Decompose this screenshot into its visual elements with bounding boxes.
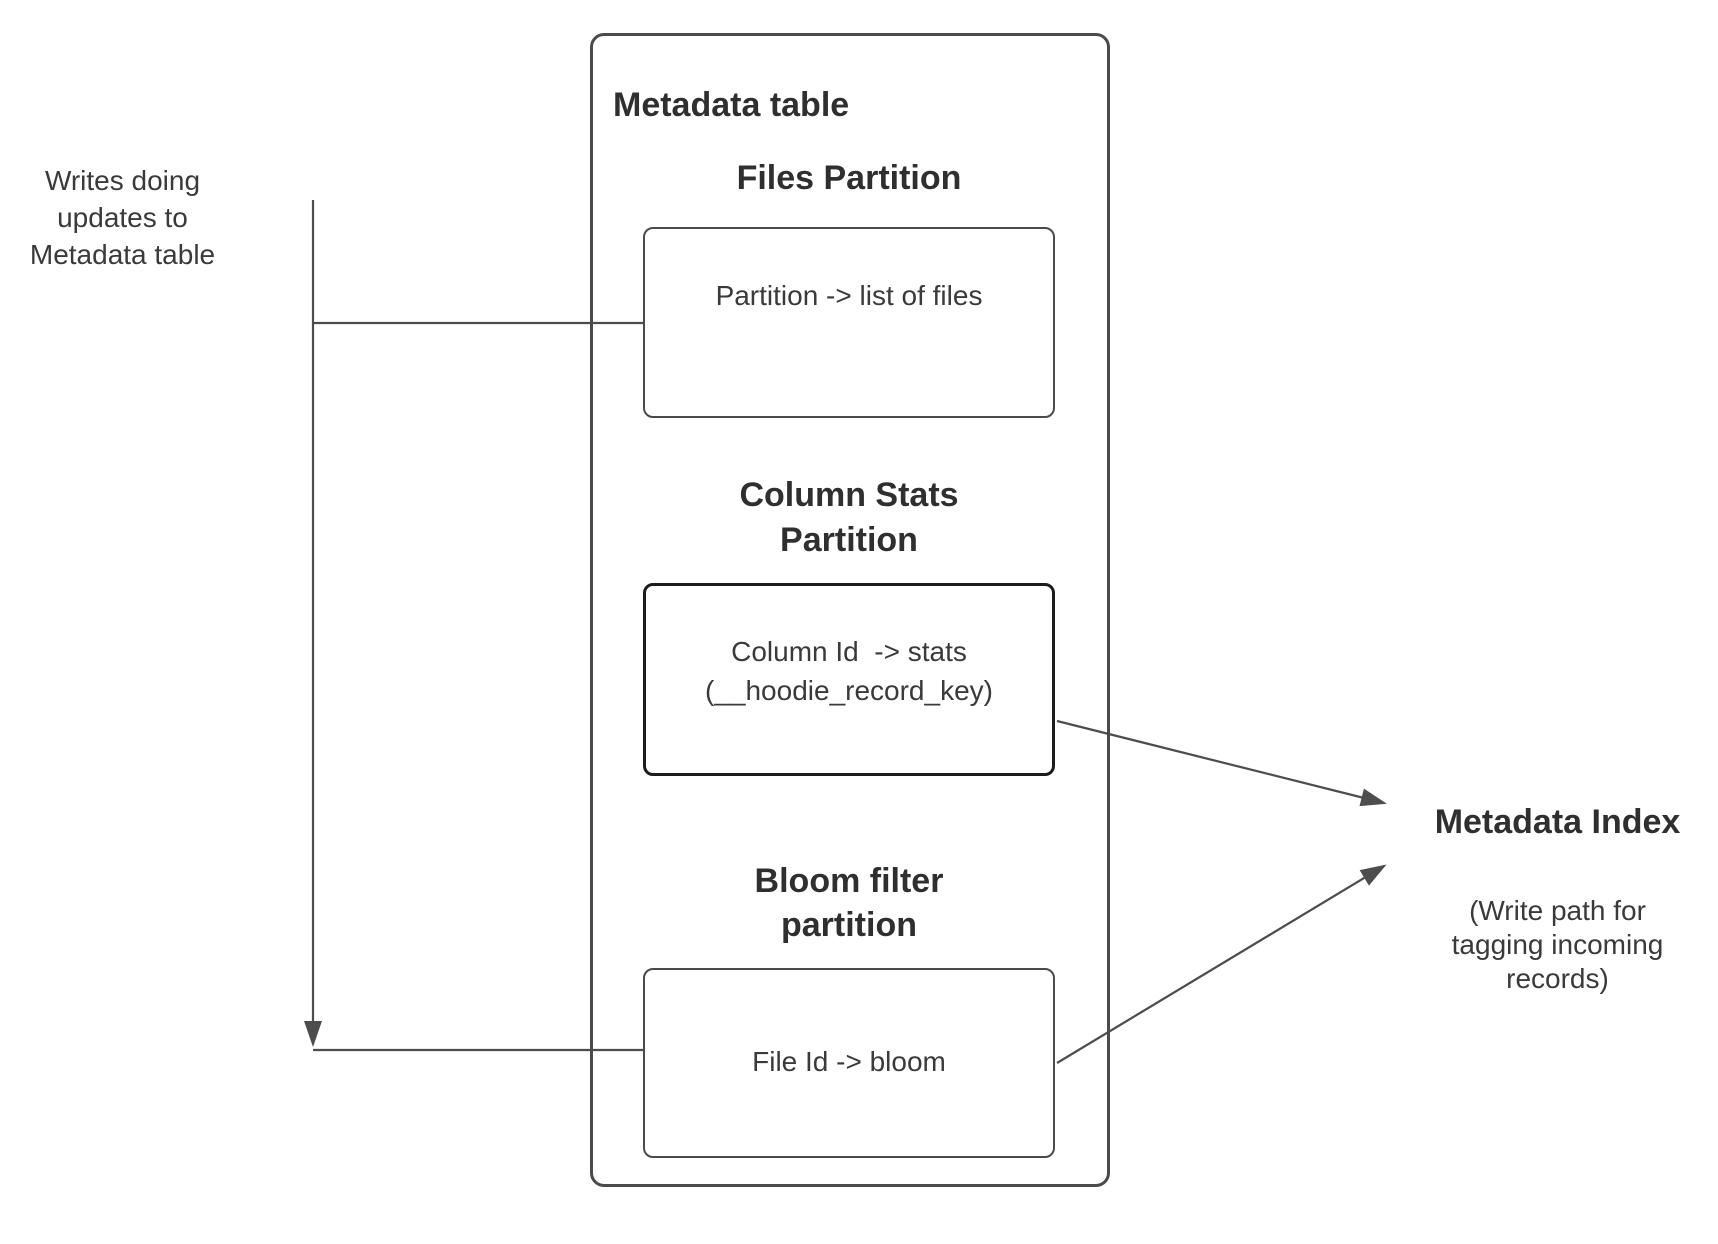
files-partition-heading: Files Partition: [736, 159, 962, 197]
bloom-filter-partition-box: [643, 968, 1055, 1158]
metadata-table-box: [590, 33, 1110, 1187]
metadata-index-caption: (Write path for tagging incoming records…: [1451, 895, 1664, 994]
column-stats-partition-heading: Column Stats Partition: [739, 476, 959, 559]
files-partition-mapping: Partition -> list of files: [715, 280, 983, 311]
column-stats-partition-box: [643, 583, 1055, 776]
writes-note: Writes doing updates to Metadata table: [29, 165, 216, 270]
column-stats-partition-mapping: Column Id -> stats (__hoodie_record_key): [705, 636, 993, 706]
metadata-index-title: Metadata Index: [1434, 803, 1681, 841]
bloom-filter-partition-mapping: File Id -> bloom: [752, 1046, 946, 1077]
metadata-table-title: Metadata table: [613, 86, 850, 124]
bloom-filter-partition-heading: Bloom filter partition: [754, 862, 944, 944]
files-partition-box: [643, 227, 1055, 418]
